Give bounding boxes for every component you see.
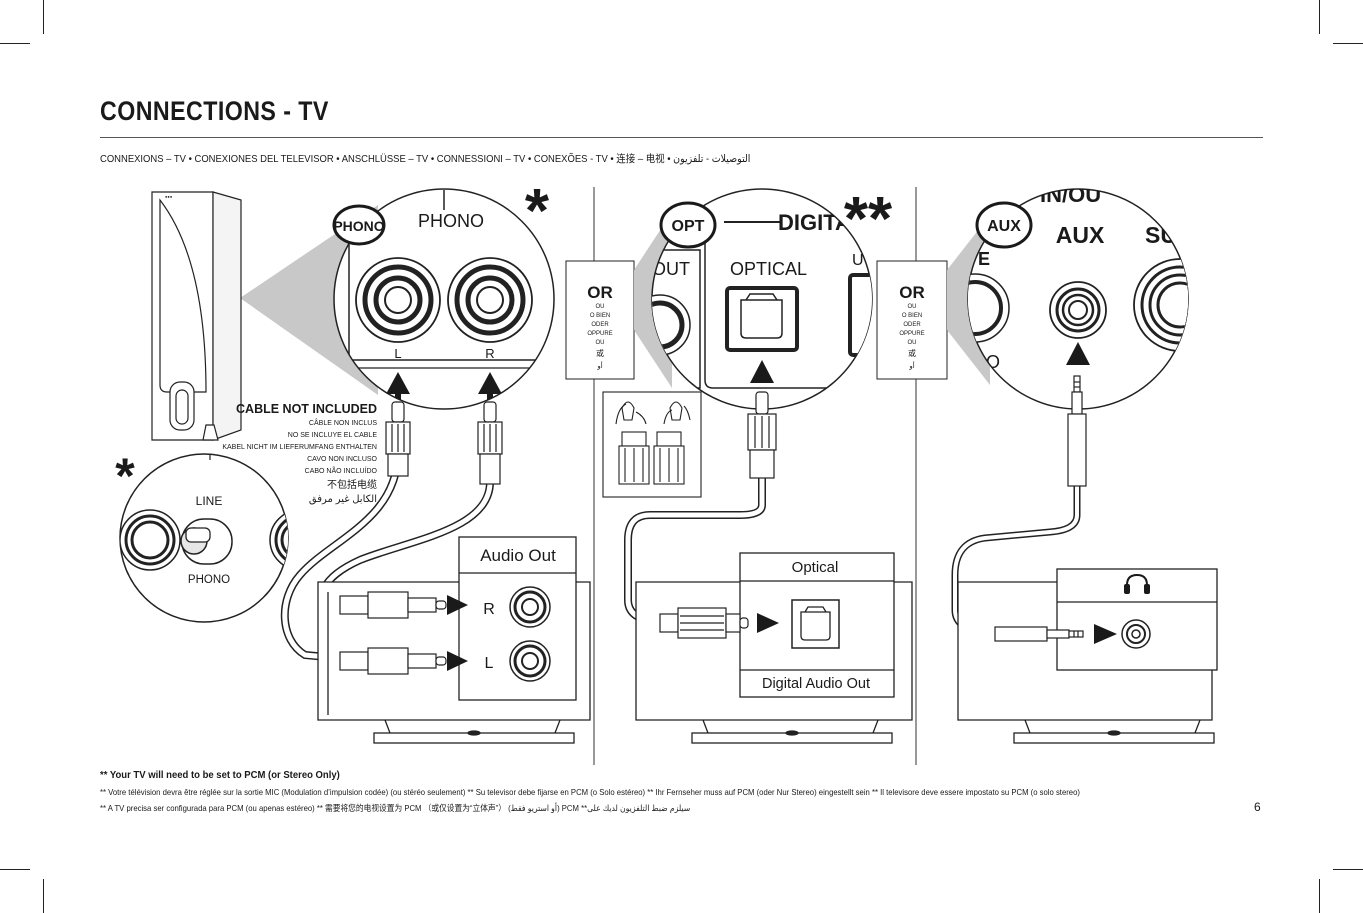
title-divider bbox=[100, 137, 1263, 138]
footnote-translations: ** Votre télévision devra être réglée su… bbox=[100, 787, 1080, 797]
phono-jack-zoom: PHONO PHONO L R bbox=[332, 188, 555, 410]
or-label: OR bbox=[899, 283, 925, 302]
aux-plug-top bbox=[1067, 375, 1087, 487]
or-line: 或 bbox=[908, 348, 916, 358]
or-box: OR OU O BIEN ODER OPPURE OU 或 أو bbox=[876, 260, 948, 380]
arrow-right-icon bbox=[757, 613, 779, 633]
in-out-partial-label: IN/OU bbox=[1040, 182, 1101, 207]
page-title: CONNECTIONS - TV bbox=[100, 96, 329, 126]
cable-note-line: 不包括电缆 bbox=[327, 478, 377, 491]
tv-left-label: L bbox=[485, 655, 494, 672]
or-line: OU bbox=[908, 304, 917, 310]
or-line: ODER bbox=[903, 322, 921, 328]
crop-mark bbox=[43, 879, 44, 913]
or-line: أو bbox=[596, 361, 602, 370]
rca-jack-right bbox=[447, 257, 533, 343]
crop-mark bbox=[1333, 43, 1363, 44]
footnotes: ** Your TV will need to be set to PCM (o… bbox=[100, 770, 1250, 819]
optical-jack-zoom: OPT DIGITAL OPTICAL OUT U bbox=[651, 188, 873, 410]
cable-note-line: KABEL NICHT IM LIEFERUMFANG ENTHALTEN bbox=[222, 444, 377, 451]
rca-jack-left bbox=[355, 257, 441, 343]
cable-note-line: CÂBLE NON INCLUS bbox=[309, 418, 377, 427]
phono-asterisk: * bbox=[525, 177, 550, 246]
or-line: أو bbox=[908, 361, 914, 370]
or-box: OR OU O BIEN ODER OPPURE OU 或 أو bbox=[565, 260, 635, 380]
line-phono-switch-zoom: LINE PHONO bbox=[119, 453, 289, 623]
arrow-up-icon bbox=[386, 372, 410, 394]
cable-note-title: CABLE NOT INCLUDED bbox=[236, 402, 377, 416]
or-line: OPPURE bbox=[899, 331, 924, 337]
cable-note-line: CAVO NON INCLUSO bbox=[307, 456, 377, 463]
switch-phono-label: PHONO bbox=[188, 574, 230, 586]
or-line: O BIEN bbox=[902, 313, 922, 319]
aux-port-label: AUX bbox=[1056, 222, 1105, 248]
arrow-right-icon bbox=[1094, 624, 1117, 644]
optical-asterisk: ** bbox=[844, 185, 893, 254]
switch-line-label: LINE bbox=[196, 494, 223, 508]
crop-mark bbox=[43, 0, 44, 34]
or-line: OU bbox=[596, 304, 605, 310]
aux-badge bbox=[975, 201, 1033, 249]
tv-headphone-panel bbox=[1056, 568, 1218, 671]
arrow-right-icon bbox=[447, 595, 468, 615]
optical-port-label: OPTICAL bbox=[730, 259, 807, 279]
arrow-up-icon bbox=[1066, 342, 1090, 365]
phono-left-label: L bbox=[394, 346, 401, 361]
or-line: O BIEN bbox=[590, 313, 610, 319]
opt-badge bbox=[659, 201, 717, 249]
digital-audio-out-label: Digital Audio Out bbox=[762, 676, 870, 692]
arrow-up-icon bbox=[750, 360, 774, 383]
rca-plug-right bbox=[477, 401, 503, 485]
or-line: OU bbox=[908, 340, 917, 346]
cable-note: CABLE NOT INCLUDED CÂBLE NON INCLUS NO S… bbox=[222, 402, 377, 505]
page-number: 6 bbox=[1254, 800, 1261, 814]
out-partial-label: OUT bbox=[652, 259, 690, 279]
footnote-translations: ** A TV precisa ser configurada para PCM… bbox=[100, 803, 691, 813]
footnote-main: ** Your TV will need to be set to PCM (o… bbox=[100, 770, 340, 781]
opt-badge-label: OPT bbox=[672, 218, 705, 235]
crop-mark bbox=[1333, 869, 1363, 870]
rca-plug-tv bbox=[339, 591, 447, 675]
or-line: OPPURE bbox=[587, 331, 612, 337]
crop-mark bbox=[0, 869, 30, 870]
usb-partial-label: U bbox=[852, 252, 864, 269]
or-line: 或 bbox=[596, 348, 604, 358]
or-label: OR bbox=[587, 283, 613, 302]
tv-right-label: R bbox=[483, 601, 495, 618]
rca-plug-left bbox=[385, 401, 411, 477]
optical-plug-top bbox=[747, 391, 777, 479]
optical-cap-illustration bbox=[602, 391, 702, 498]
tv-optical-label: Optical bbox=[792, 559, 839, 576]
headphones-icon bbox=[1124, 573, 1150, 594]
crop-mark bbox=[1319, 879, 1320, 913]
cable-note-line: CABO NÃO INCLUÍDO bbox=[305, 466, 378, 475]
audio-out-label: Audio Out bbox=[480, 546, 556, 565]
tv-audio-out-panel: Audio Out R L bbox=[458, 536, 577, 701]
phono-jack-label: PHONO bbox=[418, 211, 484, 231]
cable-note-line: NO SE INCLUYE EL CABLE bbox=[288, 432, 378, 439]
or-line: ODER bbox=[591, 322, 609, 328]
crop-mark bbox=[0, 43, 30, 44]
or-line: OU bbox=[596, 340, 605, 346]
phono-right-label: R bbox=[485, 346, 494, 361]
page-subtitle: CONNEXIONS – TV • CONEXIONES DEL TELEVIS… bbox=[100, 153, 751, 165]
aux-plug-tv bbox=[994, 626, 1084, 642]
optical-plug-tv bbox=[659, 607, 749, 639]
cable-note-line: الكابل غير مرفق bbox=[309, 494, 377, 505]
aux-badge-label: AUX bbox=[987, 218, 1021, 235]
optical-cable bbox=[624, 478, 766, 626]
arrow-up-icon bbox=[478, 372, 502, 394]
switch-asterisk: * bbox=[115, 448, 135, 504]
left-partial-top: E bbox=[978, 249, 990, 269]
crop-mark bbox=[1319, 0, 1320, 34]
arrow-right-icon bbox=[447, 651, 468, 671]
svg-text:●●●: ●●● bbox=[165, 194, 173, 199]
phono-badge-label: PHONO bbox=[333, 218, 384, 234]
phono-badge bbox=[332, 204, 386, 246]
aux-jack-zoom: IN/OU SU E O AUX AUX bbox=[967, 182, 1189, 410]
speaker-illustration: ●●● bbox=[151, 191, 242, 441]
